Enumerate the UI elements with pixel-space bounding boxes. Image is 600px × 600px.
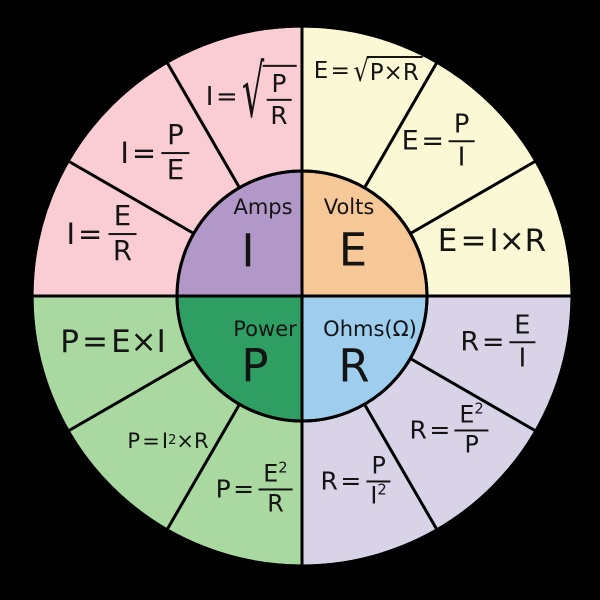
fraction-denominator: R [267, 489, 284, 518]
formula-lhs: E [313, 58, 329, 84]
fraction-denominator: I [457, 142, 466, 173]
formula-lhs: P [127, 429, 141, 453]
formula-lhs: I [205, 82, 214, 112]
equals-sign: = [233, 474, 255, 504]
fraction-denominator: E [166, 154, 185, 187]
superscript: 2 [278, 459, 288, 477]
formula-lhs: I [120, 136, 129, 170]
fraction: P I [448, 110, 475, 173]
hub-power-label: Power [233, 317, 297, 341]
formula-lhs: P [215, 474, 231, 504]
hub-rim [175, 169, 429, 423]
equals-sign: = [131, 136, 157, 170]
formula-lhs: P [60, 324, 79, 360]
formula-r-eq-p-over-i-squared: R = P I2 [320, 452, 391, 509]
formula-i-eq-p-over-e: I = P E [120, 120, 190, 187]
radicand: P×R [366, 56, 423, 86]
fraction: E R [107, 201, 137, 267]
formula-e-eq-sqrt-p-times-r: E = √ P×R [314, 56, 423, 86]
equals-sign: = [330, 58, 350, 84]
fraction: E2 P [454, 400, 489, 459]
fraction-denominator: I [518, 343, 527, 374]
formula-rhs: I×R [489, 223, 547, 259]
fraction-denominator: R [112, 235, 132, 268]
fraction-numerator: P [266, 70, 292, 101]
formula-lhs: R [409, 415, 427, 445]
formula-e-eq-i-times-r: E = I×R [438, 223, 546, 259]
hub-amps-symbol: I [241, 224, 255, 278]
fraction: E2 R [258, 459, 293, 518]
fraction-numerator: P [448, 110, 475, 142]
fraction-denominator: I2 [370, 481, 387, 510]
formula-e-eq-p-over-i: E = P I [402, 110, 475, 172]
fraction: P E [161, 120, 190, 187]
equals-sign: = [340, 466, 362, 496]
formula-lhs: E [401, 125, 419, 157]
sector-divider-line [409, 159, 537, 235]
hub-ohms-symbol: R [338, 339, 370, 393]
formula-i-eq-e-over-r: I = E R [67, 201, 138, 267]
radical-sign: √ [241, 51, 265, 136]
formula-rhs: I [161, 429, 169, 453]
hub-amps-label: Amps [233, 195, 293, 219]
superscript: 2 [474, 400, 484, 418]
fraction: P I2 [366, 452, 392, 509]
formula-rhs: ×R [176, 429, 209, 453]
fraction-numerator: E [108, 201, 137, 235]
equals-sign: = [421, 125, 444, 157]
equals-sign: = [429, 415, 451, 445]
equals-sign: = [481, 326, 505, 358]
fraction-numerator: E2 [454, 400, 489, 431]
outer-rim [30, 24, 574, 568]
equals-sign: = [460, 223, 487, 259]
fraction: E I [509, 311, 536, 374]
radicand: P R [262, 64, 297, 129]
formula-i-eq-sqrt-p-over-r: I = √ P R [205, 57, 297, 129]
formula-rhs: E×I [111, 324, 166, 360]
formula-p-eq-e-times-i: P = E×I [60, 324, 166, 360]
fraction-numerator: E [509, 311, 536, 343]
sqrt-expression: √ P R [242, 57, 297, 129]
hub-volts-label: Volts [323, 195, 375, 219]
sector-divider-line [165, 61, 241, 189]
fraction: P R [265, 70, 292, 129]
equals-sign: = [82, 324, 108, 360]
fraction-denominator: R [270, 100, 288, 130]
equals-sign: = [142, 429, 160, 453]
formula-lhs: I [66, 217, 76, 251]
sector-divider-line [67, 357, 195, 433]
formula-lhs: R [320, 466, 338, 496]
formula-r-eq-e-squared-over-p: R = E2 P [409, 400, 489, 459]
sector-divider-line [409, 357, 537, 433]
sector-divider-line [363, 403, 439, 531]
superscript: 2 [377, 482, 387, 500]
sector-divider-line [165, 403, 241, 531]
hub-ohms-label: Ohms(Ω) [323, 317, 417, 341]
formula-p-eq-e-squared-over-r: P = E2 R [216, 460, 293, 517]
formula-lhs: E [437, 223, 458, 259]
sector-divider-line [67, 159, 195, 235]
fraction-numerator: P [366, 452, 391, 482]
fraction-numerator: E2 [258, 459, 293, 490]
fraction-numerator: P [161, 120, 190, 154]
sector-divider-line [363, 61, 439, 189]
formula-lhs: R [460, 326, 480, 358]
fraction-denominator: P [464, 430, 479, 459]
equals-sign: = [77, 217, 103, 251]
hub-power-symbol: P [241, 339, 269, 393]
sqrt-expression: √ P×R [354, 56, 423, 86]
radical-sign: √ [353, 54, 369, 89]
equals-sign: = [215, 82, 238, 112]
hub-volts-symbol: E [338, 223, 368, 277]
formula-r-eq-e-over-i: R = E I [460, 311, 536, 374]
